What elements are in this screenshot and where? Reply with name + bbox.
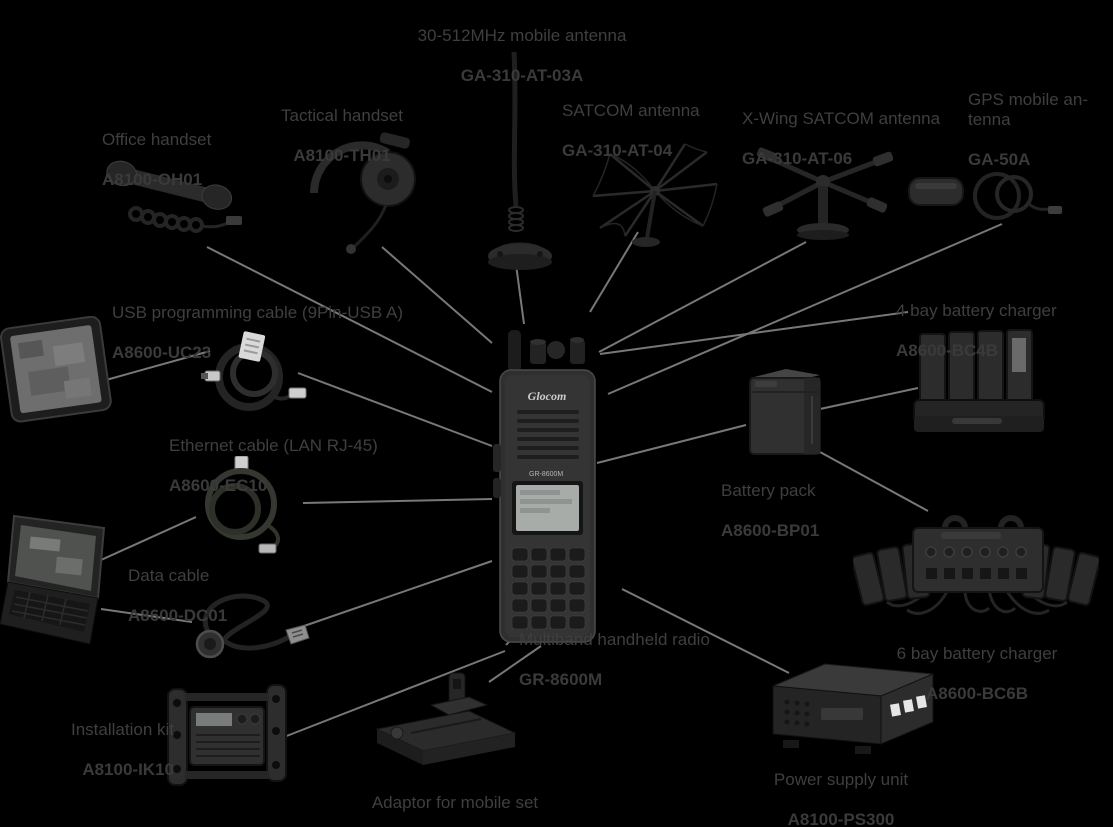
item-model: A8600-BC6B: [925, 684, 1029, 703]
adaptor-label: Adaptor for mobile set A8100-AD10: [355, 773, 555, 827]
connector-line: [488, 645, 542, 683]
power-supply-image: [763, 656, 939, 761]
usb-cable-image: [201, 331, 307, 426]
tactical-handset-image: [296, 131, 428, 262]
item-name: Adaptor for mobile set: [371, 793, 539, 812]
item-name: Battery pack: [721, 481, 816, 500]
item-model: A8100-PS300: [787, 810, 895, 827]
item-name: Office handset: [102, 130, 212, 149]
connector-line: [100, 516, 197, 561]
mobile-antenna-image: [486, 50, 562, 275]
item-model: GA-310-AT-06: [742, 149, 853, 168]
svg-text:GR-8600M: GR-8600M: [529, 471, 563, 478]
battery-charger-4bay-label: 4 bay battery charger A8600-BC4B: [896, 281, 1057, 381]
xwing-satcom-antenna-label: X-Wing SATCOM antenna GA-310-AT-06: [742, 89, 940, 189]
item-name: GPS mobile an- tenna: [968, 90, 1088, 129]
item-name: 6 bay battery charger: [896, 644, 1058, 663]
office-handset-label: Office handset A8100-OH01: [102, 110, 211, 210]
item-model: A8600-UC23: [112, 343, 212, 362]
mobile-antenna-label: 30-512MHz mobile antenna GA-310-AT-03A: [392, 6, 652, 106]
item-name: 30-512MHz mobile antenna: [417, 26, 627, 45]
battery-pack-label: Battery pack A8600-BP01: [721, 461, 819, 561]
item-name: Tactical handset: [281, 106, 403, 125]
svg-text:Glocom: Glocom: [528, 389, 567, 403]
item-name: Data cable: [128, 566, 210, 585]
gps-antenna-image: [901, 156, 1063, 245]
xwing-satcom-antenna-image: [751, 146, 894, 255]
item-model: A8600-DC01: [128, 606, 228, 625]
connector-line: [283, 650, 506, 738]
laptop-image: [0, 510, 122, 665]
adaptor-image: [371, 671, 521, 780]
connector-line: [206, 246, 493, 393]
ethernet-cable-label: Ethernet cable (LAN RJ-45) A8600-EC10: [169, 416, 378, 516]
data-cable-image: [188, 586, 314, 671]
connector-line: [607, 223, 1003, 395]
item-model: A8600-EC10: [169, 476, 268, 495]
item-name: Multiband handheld radio: [519, 630, 710, 649]
item-name: 4 bay battery charger: [896, 301, 1057, 320]
handheld-radio-label: Multiband handheld radio GR-8600M: [519, 610, 739, 710]
connector-line: [105, 350, 211, 381]
battery-charger-6bay-image: [851, 510, 1101, 631]
gps-antenna-label: GPS mobile an- tenna GA-50A: [968, 70, 1110, 190]
item-name: Power supply unit: [773, 770, 909, 789]
installation-kit-label: Installation kit A8100-IK10: [38, 700, 174, 800]
connector-line: [297, 372, 493, 447]
connector-line: [599, 311, 909, 355]
ethernet-cable-image: [191, 455, 295, 559]
item-name: SATCOM antenna: [562, 101, 700, 120]
connector-line: [381, 246, 493, 344]
usb-cable-label: USB programming cable (9Pin-USB A) A8600…: [112, 283, 403, 383]
installation-kit-image: [166, 681, 290, 798]
connector-line: [819, 387, 919, 410]
tactical-handset-label: Tactical handset A8100-TH01: [262, 86, 422, 186]
item-name: X-Wing SATCOM antenna: [742, 109, 941, 128]
item-model: A8600-BC4B: [896, 341, 999, 360]
connector-line: [819, 451, 929, 512]
item-model: A8100-IK10: [82, 760, 174, 779]
battery-pack-image: [746, 366, 824, 463]
connector-line: [598, 241, 807, 353]
battery-charger-6bay-label: 6 bay battery charger A8600-BC6B: [877, 624, 1077, 724]
power-supply-label: Power supply unit A8100-PS300: [751, 750, 931, 827]
item-model: A8100-OH01: [102, 170, 203, 189]
item-model: GA-310-AT-03A: [460, 66, 584, 85]
item-model: A8100-TH01: [293, 146, 391, 165]
connector-line: [589, 231, 639, 313]
battery-charger-4bay-image: [912, 326, 1048, 443]
satcom-antenna-image: [585, 136, 725, 259]
connector-line: [100, 608, 193, 623]
item-model: A8600-BP01: [721, 521, 820, 540]
connector-line: [302, 498, 493, 504]
tablet-image: [0, 315, 116, 431]
data-cable-label: Data cable A8600-DC01: [128, 546, 227, 646]
item-model: GR-8600M: [519, 670, 603, 689]
connector-line: [303, 560, 493, 627]
item-name: USB programming cable (9Pin-USB A): [112, 303, 404, 322]
office-handset-image: [98, 156, 246, 253]
connector-line: [596, 424, 747, 464]
handheld-radio-image: Glocom GR-8600M: [492, 326, 604, 653]
satcom-antenna-label: SATCOM antenna GA-310-AT-04: [562, 81, 700, 181]
item-model: GA-310-AT-04: [562, 141, 673, 160]
connector-line: [621, 588, 790, 674]
item-name: Ethernet cable (LAN RJ-45): [169, 436, 378, 455]
item-name: Installation kit: [71, 720, 174, 739]
item-model: GA-50A: [968, 150, 1031, 169]
